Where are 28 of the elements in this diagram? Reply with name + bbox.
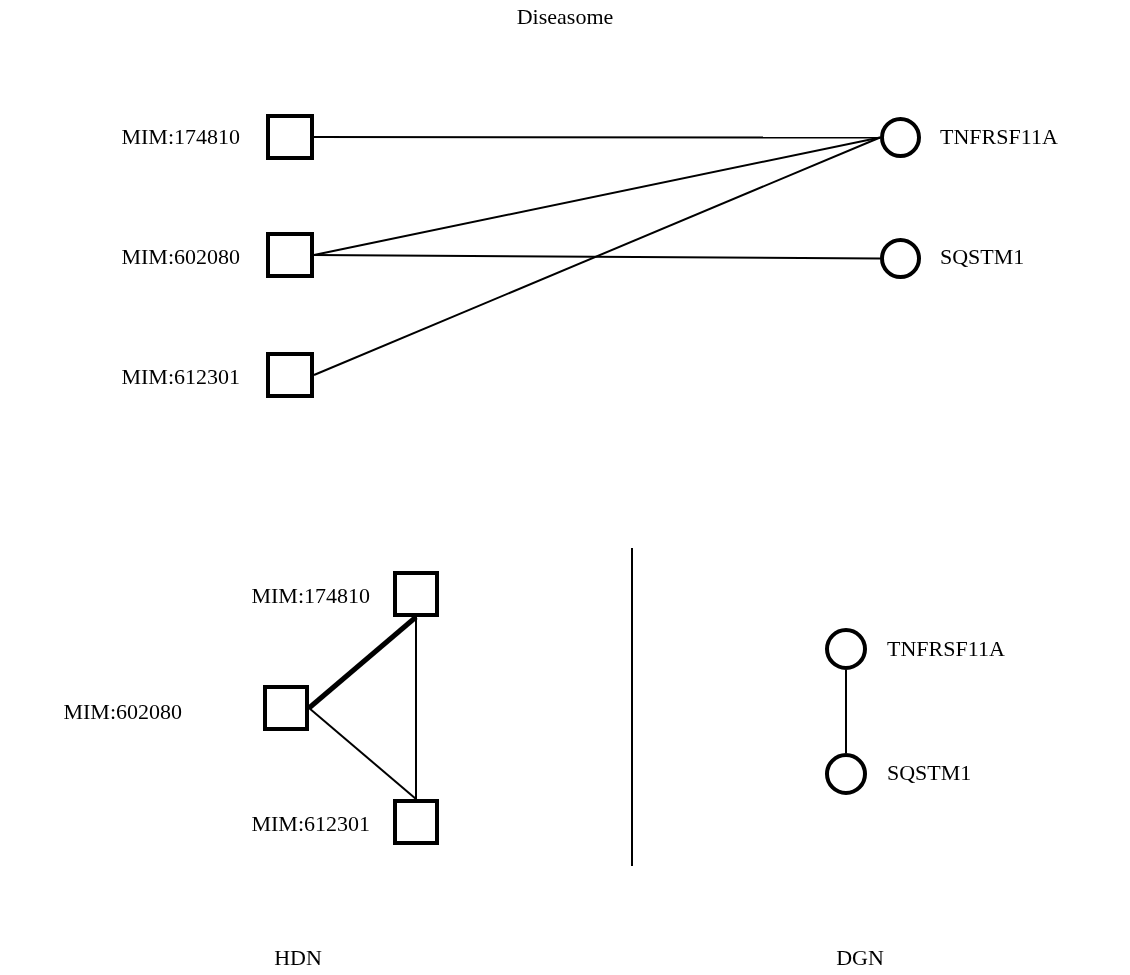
connector-line (308, 707, 417, 800)
square-node (263, 685, 309, 731)
connector-line (313, 254, 881, 260)
node-label: MIM:174810 (121, 124, 240, 150)
node-label: SQSTM1 (940, 244, 1025, 270)
node-label: TNFRSF11A (887, 636, 1005, 662)
diagram-title: Diseasome (515, 4, 615, 30)
panel-caption: HDN (274, 945, 322, 971)
square-node (393, 799, 439, 845)
node-label: MIM:174810 (251, 583, 370, 609)
circle-node (825, 628, 867, 670)
connector-line (313, 136, 881, 376)
square-node (266, 352, 314, 398)
square-node (266, 114, 314, 160)
panel-caption: DGN (836, 945, 884, 971)
square-node (393, 571, 439, 617)
square-node (266, 232, 314, 278)
node-label: TNFRSF11A (940, 124, 1058, 150)
circle-node (880, 117, 921, 158)
connector-line (845, 669, 847, 754)
node-label: MIM:612301 (121, 364, 240, 390)
circle-node (880, 238, 921, 279)
node-label: SQSTM1 (887, 760, 972, 786)
node-label: MIM:612301 (251, 811, 370, 837)
node-label: MIM:602080 (63, 699, 182, 725)
connector-line (415, 616, 417, 800)
node-label: MIM:602080 (121, 244, 240, 270)
circle-node (825, 753, 867, 795)
